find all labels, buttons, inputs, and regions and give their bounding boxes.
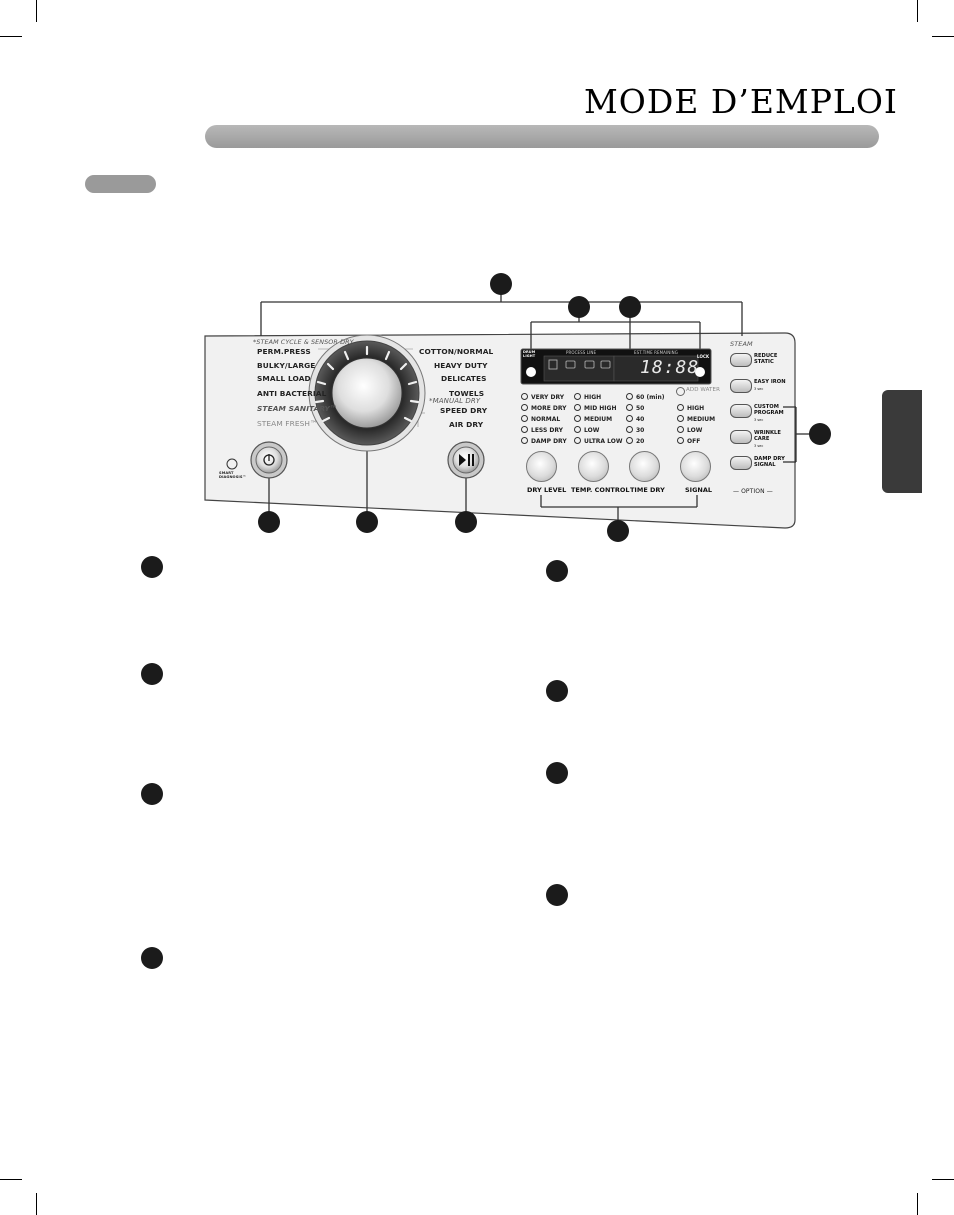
wrinkle-care-button[interactable] bbox=[730, 430, 752, 444]
crop-mark bbox=[36, 1193, 37, 1215]
time-dry-label: TIME DRY bbox=[630, 486, 665, 494]
callout-dot bbox=[809, 423, 831, 445]
custom-program-button[interactable] bbox=[730, 404, 752, 418]
wrinkle-care-sub: 3 sec bbox=[754, 444, 764, 448]
cycle-dial[interactable] bbox=[309, 335, 425, 451]
time-dry-button[interactable] bbox=[629, 451, 660, 482]
reduce-static-button[interactable] bbox=[730, 353, 752, 367]
cycle-label: HEAVY DUTY bbox=[434, 361, 488, 370]
callout-dot bbox=[356, 511, 378, 533]
damp-dry-signal-label: DAMP DRY SIGNAL bbox=[754, 456, 785, 468]
damp-dry-signal-button[interactable] bbox=[730, 456, 752, 470]
signal-button[interactable] bbox=[680, 451, 711, 482]
callout-dot bbox=[141, 556, 163, 578]
smart-diagnosis-label: SMART DIAGNOSIS™ bbox=[219, 471, 247, 479]
signal-option: MEDIUM bbox=[677, 415, 715, 423]
chapter-tab bbox=[882, 390, 922, 493]
reduce-static-label: REDUCE STATIC bbox=[754, 353, 778, 365]
callout-dot bbox=[141, 783, 163, 805]
cycle-label: SPEED DRY bbox=[440, 406, 488, 415]
dry-level-option: DAMP DRY bbox=[521, 437, 567, 445]
dry-level-option: NORMAL bbox=[521, 415, 560, 423]
crop-mark bbox=[0, 36, 22, 37]
temp-option: MID HIGH bbox=[574, 404, 616, 412]
dial-header: *STEAM CYCLE & SENSOR DRY bbox=[253, 338, 354, 346]
callout-dot bbox=[568, 296, 590, 318]
signal-label: SIGNAL bbox=[685, 486, 713, 494]
crop-mark bbox=[0, 1179, 22, 1180]
callout-dot bbox=[258, 511, 280, 533]
time-readout: 18:88 bbox=[640, 357, 700, 378]
signal-option: OFF bbox=[677, 437, 700, 445]
callout-dot bbox=[455, 511, 477, 533]
easy-iron-label: EASY IRON bbox=[754, 379, 786, 385]
wrinkle-care-label: WRINKLE CARE bbox=[754, 430, 781, 442]
callout-dot bbox=[141, 663, 163, 685]
dry-level-button[interactable] bbox=[526, 451, 557, 482]
temp-option: LOW bbox=[574, 426, 599, 434]
temp-option: ULTRA LOW bbox=[574, 437, 622, 445]
cycle-label: STEAM SANITARY™ bbox=[257, 404, 338, 413]
time-remaining-label: EST.TIME REMAINING bbox=[634, 350, 678, 355]
crop-mark bbox=[932, 1179, 954, 1180]
callout-dot bbox=[607, 520, 629, 542]
cycle-label: DELICATES bbox=[441, 374, 487, 383]
process-line-label: PROCESS LINE bbox=[566, 350, 597, 355]
section-pill bbox=[85, 175, 156, 193]
easy-iron-sub: 3 sec bbox=[754, 387, 764, 391]
lock-indicator: LOCK bbox=[697, 354, 710, 359]
crop-mark bbox=[917, 0, 918, 22]
time-option: 50 bbox=[626, 404, 644, 412]
crop-mark bbox=[917, 1193, 918, 1215]
temp-control-label: TEMP. CONTROL bbox=[571, 486, 630, 494]
dry-level-option: LESS DRY bbox=[521, 426, 563, 434]
cycle-label: COTTON/NORMAL bbox=[419, 347, 494, 356]
callout-dot bbox=[546, 884, 568, 906]
add-water-icon bbox=[676, 387, 685, 396]
callout-dot bbox=[546, 680, 568, 702]
time-option: 30 bbox=[626, 426, 644, 434]
section-bar bbox=[205, 125, 879, 148]
signal-option: HIGH bbox=[677, 404, 704, 412]
temp-control-button[interactable] bbox=[578, 451, 609, 482]
page-title: MODE D’EMPLOI bbox=[584, 82, 898, 121]
dry-level-label: DRY LEVEL bbox=[527, 486, 567, 494]
cycle-label: ANTI BACTERIAL bbox=[257, 389, 327, 398]
temp-option: MEDIUM bbox=[574, 415, 612, 423]
add-water-label: ADD WATER bbox=[686, 387, 721, 393]
option-label: — OPTION — bbox=[733, 488, 773, 495]
cycle-label: TOWELS bbox=[449, 389, 485, 398]
easy-iron-button[interactable] bbox=[730, 379, 752, 393]
smart-diagnosis-icon bbox=[226, 458, 238, 470]
cycle-label: AIR DRY bbox=[449, 420, 484, 429]
callout-dot bbox=[490, 273, 512, 295]
cycle-label: BULKY/LARGE bbox=[257, 361, 316, 370]
custom-program-label: CUSTOM PROGRAM bbox=[754, 404, 784, 416]
time-option: 60 (min) bbox=[626, 393, 665, 401]
cycle-label: PERM.PRESS bbox=[257, 347, 311, 356]
cycle-label: STEAM FRESH™ bbox=[257, 419, 318, 428]
time-option: 40 bbox=[626, 415, 644, 423]
time-option: 20 bbox=[626, 437, 644, 445]
callout-dot bbox=[546, 560, 568, 582]
steam-header: STEAM bbox=[730, 340, 753, 348]
crop-mark bbox=[932, 36, 954, 37]
start-pause-button[interactable] bbox=[448, 442, 484, 478]
manual-dry-header: *MANUAL DRY bbox=[429, 397, 481, 405]
temp-option: HIGH bbox=[574, 393, 601, 401]
callout-dot bbox=[546, 762, 568, 784]
signal-option: LOW bbox=[677, 426, 702, 434]
cycle-label: SMALL LOAD bbox=[257, 374, 311, 383]
power-button[interactable] bbox=[251, 442, 287, 478]
drum-light-indicator: DRUM LIGHT bbox=[523, 350, 536, 358]
dry-level-option: VERY DRY bbox=[521, 393, 564, 401]
crop-mark bbox=[36, 0, 37, 22]
callout-dot bbox=[141, 947, 163, 969]
callout-dot bbox=[619, 296, 641, 318]
custom-program-sub: 3 sec bbox=[754, 418, 764, 422]
dry-level-option: MORE DRY bbox=[521, 404, 567, 412]
